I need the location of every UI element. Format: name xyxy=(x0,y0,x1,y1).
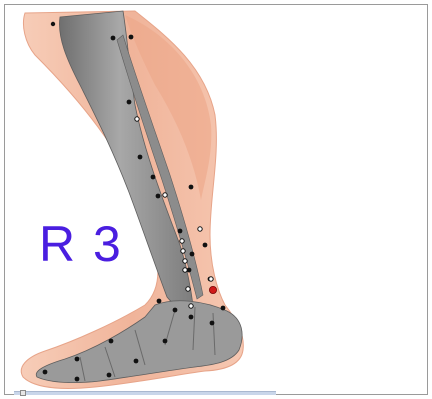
point-label: R 3 xyxy=(39,219,123,269)
image-frame: R 3 xyxy=(4,4,428,395)
highlighted-acupoint xyxy=(209,286,216,293)
horizontal-scrollbar[interactable] xyxy=(14,391,276,395)
resize-handle[interactable] xyxy=(20,390,26,396)
leg-illustration xyxy=(5,5,428,395)
